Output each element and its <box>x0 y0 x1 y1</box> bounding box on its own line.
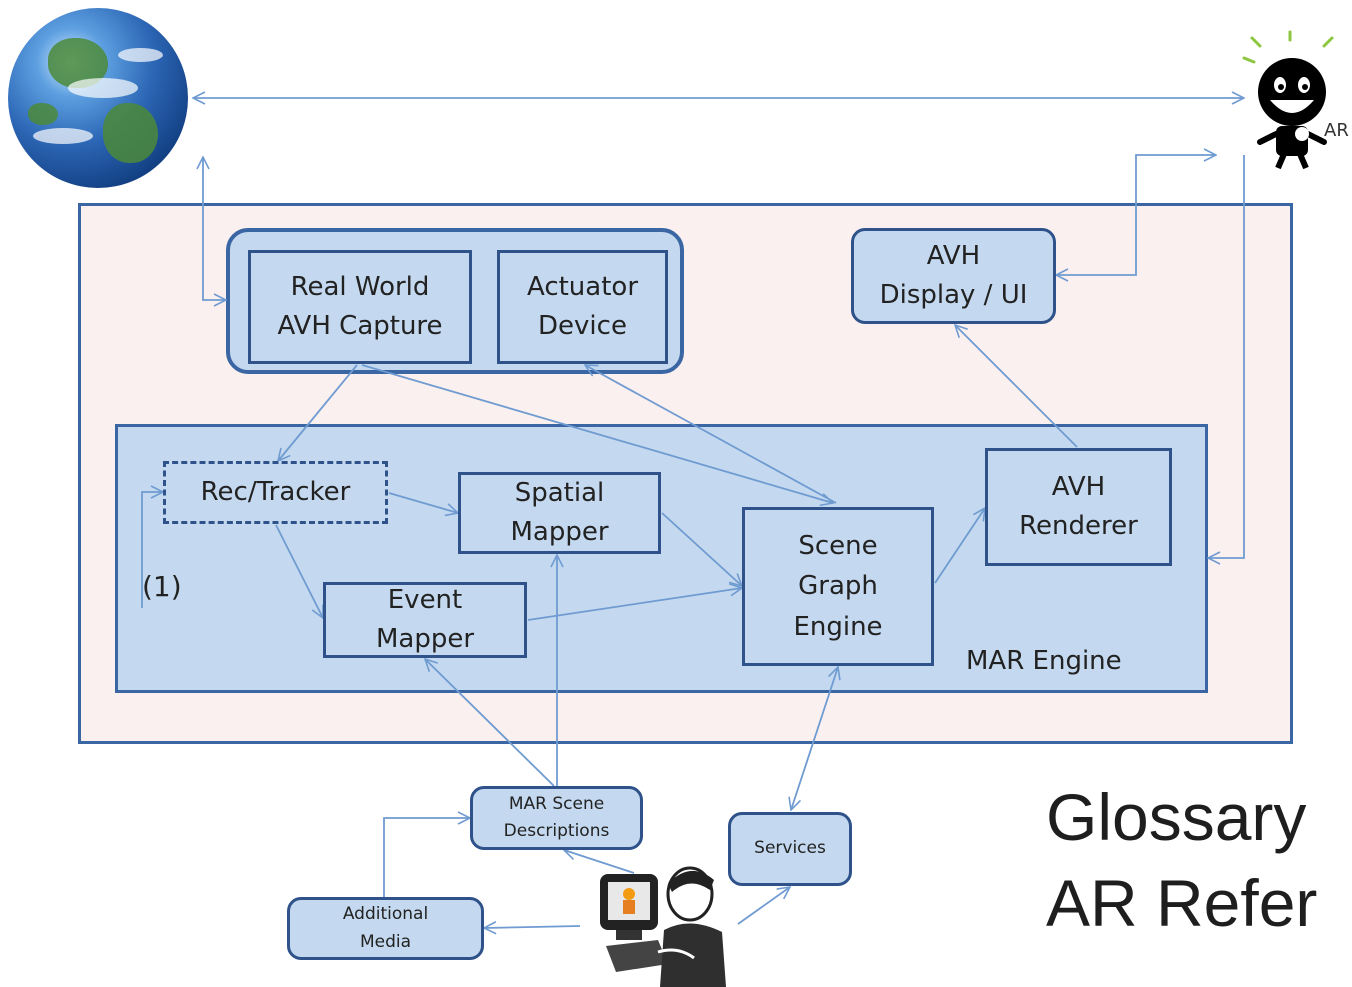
rec-tracker-box: Rec/Tracker <box>163 461 388 524</box>
user-services-arrow <box>737 887 790 925</box>
mar-event-arrow <box>425 659 555 787</box>
tracker-spatial-arrow <box>388 492 458 513</box>
renderer-display-arrow <box>955 325 1078 448</box>
tracker-event-arrow <box>275 524 323 618</box>
event-scene-arrow <box>527 588 742 621</box>
mar-scene-descriptions-box: MAR Scene Descriptions <box>470 786 643 850</box>
user-at-computer-icon <box>600 866 726 987</box>
real-world-capture-box: Real World AVH Capture <box>248 250 472 364</box>
mascot-ar-text: AR <box>1324 120 1349 141</box>
scene-actuator-arrow <box>585 365 837 504</box>
capture-scene-arrow <box>361 364 833 503</box>
mascot-renderer-arrow <box>1208 155 1245 558</box>
display-mascot-arrow <box>1056 155 1216 275</box>
earth-icon <box>8 8 188 188</box>
scene-graph-engine-box: Scene Graph Engine <box>742 507 934 666</box>
actuator-device-box: Actuator Device <box>497 250 668 364</box>
event-mapper-box: Event Mapper <box>323 582 527 658</box>
media-mar-arrow <box>383 818 470 897</box>
scene-renderer-arrow <box>934 508 985 584</box>
glossary-title: Glossary AR Refer <box>1046 780 1318 940</box>
additional-media-box: Additional Media <box>287 897 484 960</box>
spatial-scene-arrow <box>661 512 742 586</box>
mar-engine-label: MAR Engine <box>966 646 1122 676</box>
display-ui-box: AVH Display / UI <box>851 228 1056 324</box>
services-box: Services <box>728 812 852 886</box>
spatial-mapper-box: Spatial Mapper <box>458 472 661 554</box>
capture-tracker-arrow <box>278 364 358 461</box>
loop-label: (1) <box>142 570 182 603</box>
user-mar-arrow <box>564 850 635 874</box>
earth-capture-arrow <box>203 157 226 300</box>
ar-mascot-icon: AR <box>1242 30 1349 170</box>
services-scene-arrow <box>791 667 838 810</box>
user-media-arrow <box>484 926 581 928</box>
tracker-loop-arrow <box>141 492 163 608</box>
avh-renderer-box: AVH Renderer <box>985 448 1172 566</box>
